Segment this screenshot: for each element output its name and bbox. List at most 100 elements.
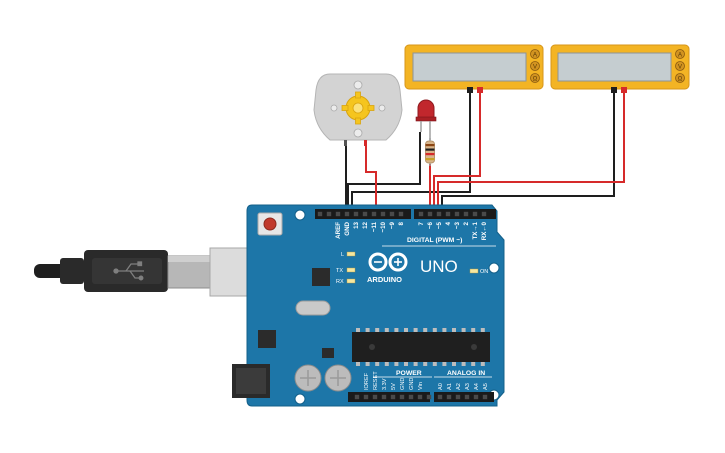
pin-hole-4[interactable] — [371, 211, 377, 217]
wire-meter1-v[interactable] — [433, 92, 481, 212]
red-led-icon[interactable] — [415, 99, 437, 140]
pin-hole-3[interactable] — [362, 211, 368, 217]
power-pin-hole[interactable] — [399, 394, 405, 400]
board-brand: ARDUINO — [367, 275, 402, 284]
pin-hole-0[interactable] — [335, 211, 341, 217]
top-pin-label: 2 — [463, 221, 470, 225]
wire-meter2-com[interactable] — [441, 92, 615, 212]
usb-plug-icon — [113, 261, 144, 281]
pin-hole-11[interactable] — [445, 211, 451, 217]
pin-hole-14[interactable] — [472, 211, 478, 217]
mode-ohm-button[interactable] — [675, 73, 685, 83]
power-pin-hole[interactable] — [426, 394, 432, 400]
analog-pin-hole[interactable] — [437, 394, 443, 400]
mode-a-button[interactable] — [675, 49, 685, 59]
mode-v-button[interactable] — [675, 61, 685, 71]
power-pin-label: Vin — [418, 382, 424, 390]
multimeter-1[interactable]: A V Ω — [404, 44, 544, 93]
atmega-chip — [352, 328, 490, 366]
analog-pin-label: A3 — [465, 383, 471, 390]
top-pin-label: ~9 — [389, 221, 396, 229]
wire-led-cathode[interactable] — [347, 132, 421, 212]
pin-hole-9[interactable] — [427, 211, 433, 217]
wire-motor-pin11[interactable] — [365, 146, 377, 212]
analog-pin-label: A2 — [456, 383, 462, 390]
analog-pin-label: A0 — [438, 383, 444, 390]
led-on-label: ON — [480, 269, 488, 275]
analog-header — [434, 392, 494, 402]
analog-header-label: ANALOG IN — [447, 370, 485, 377]
wire-meter1-com[interactable] — [351, 92, 471, 212]
power-pin-label: 3.3V — [382, 378, 388, 390]
top-pin-label: 8 — [398, 221, 405, 225]
pin-hole-10[interactable] — [436, 211, 442, 217]
pin-hole-5[interactable] — [380, 211, 386, 217]
mode-v-button[interactable] — [530, 61, 540, 71]
pin-hole-extra[interactable] — [317, 211, 323, 217]
mode-v-label: V — [533, 64, 537, 70]
pin-hole-12[interactable] — [454, 211, 460, 217]
mode-a-button[interactable] — [530, 49, 540, 59]
top-pin-label: ~3 — [454, 221, 461, 229]
analog-pin-hole[interactable] — [473, 394, 479, 400]
reset-button[interactable] — [257, 212, 283, 236]
pin-hole-2[interactable] — [353, 211, 359, 217]
top-pin-label: GND — [344, 221, 351, 235]
probe-com[interactable] — [467, 87, 473, 93]
power-pin-label: RESET — [373, 371, 379, 390]
mode-ohm-label: Ω — [533, 76, 538, 82]
power-pin-label: GND — [400, 378, 406, 390]
resistor-icon[interactable] — [425, 138, 435, 166]
wires — [345, 92, 625, 212]
led-tx-label: TX — [336, 268, 343, 274]
pin-hole-8[interactable] — [418, 211, 424, 217]
usb-cable[interactable] — [34, 247, 283, 297]
top-pin-label: 4 — [445, 221, 452, 225]
multimeter-1-display — [412, 52, 527, 82]
pin-hole-extra[interactable] — [326, 211, 332, 217]
pin-hole-6[interactable] — [389, 211, 395, 217]
power-pin-hole[interactable] — [390, 394, 396, 400]
top-pin-holes — [317, 211, 487, 217]
top-pin-label: ~5 — [436, 221, 443, 229]
crystal — [295, 300, 331, 316]
power-header-label: POWER — [396, 370, 422, 377]
top-pin-label: 13 — [353, 221, 360, 228]
analog-pin-label: A5 — [483, 383, 489, 390]
mode-ohm-label: Ω — [678, 76, 683, 82]
wire-meter2-v[interactable] — [437, 92, 625, 212]
analog-pin-hole[interactable] — [446, 394, 452, 400]
top-pin-label: ~10 — [380, 221, 387, 232]
multimeter-2-display — [557, 52, 672, 82]
power-pin-hole[interactable] — [381, 394, 387, 400]
multimeter-1-mode-buttons: A V Ω — [530, 49, 540, 83]
top-pin-label: 7 — [418, 221, 425, 225]
mode-ohm-button[interactable] — [530, 73, 540, 83]
power-pin-hole[interactable] — [354, 394, 360, 400]
power-pin-hole[interactable] — [363, 394, 369, 400]
probe-v[interactable] — [477, 87, 483, 93]
dc-motor[interactable] — [313, 73, 403, 146]
pin-hole-1[interactable] — [344, 211, 350, 217]
multimeter-2[interactable]: A V Ω — [550, 44, 690, 93]
mode-a-label: A — [533, 52, 537, 58]
power-pin-hole[interactable] — [417, 394, 423, 400]
power-jack[interactable] — [232, 364, 270, 398]
probe-v[interactable] — [621, 87, 627, 93]
mode-v-label: V — [678, 64, 682, 70]
pin-hole-13[interactable] — [463, 211, 469, 217]
top-pin-label: RX←0 — [481, 221, 488, 240]
analog-pin-hole[interactable] — [464, 394, 470, 400]
pin-hole-7[interactable] — [398, 211, 404, 217]
top-pin-label: ~11 — [371, 221, 378, 232]
dc-motor-icon — [341, 91, 375, 125]
power-pin-hole[interactable] — [408, 394, 414, 400]
analog-pin-hole[interactable] — [455, 394, 461, 400]
pin-hole-15[interactable] — [481, 211, 487, 217]
analog-pin-hole[interactable] — [482, 394, 488, 400]
probe-com[interactable] — [611, 87, 617, 93]
capacitors — [294, 364, 352, 392]
power-pin-label: 5V — [391, 383, 397, 390]
power-pin-hole[interactable] — [372, 394, 378, 400]
